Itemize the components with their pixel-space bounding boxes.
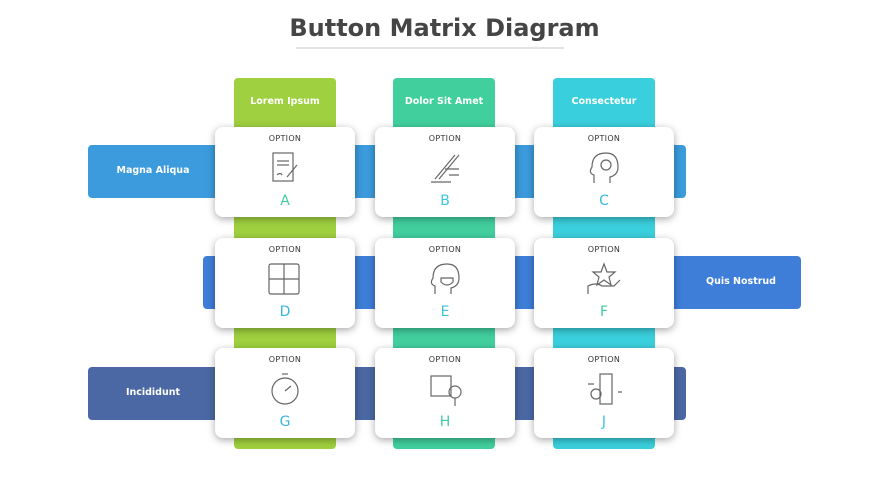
option-card-a[interactable]: OPTION A	[215, 127, 355, 217]
row-label: Quis Nostrud	[706, 276, 776, 287]
option-card-e[interactable]: OPTION E	[375, 238, 515, 328]
option-label: OPTION	[268, 245, 302, 254]
contract-sign-icon	[272, 152, 298, 182]
option-card-b[interactable]: OPTION B	[375, 127, 515, 217]
option-card-d[interactable]: OPTION D	[215, 238, 355, 328]
row-label: Magna Aliqua	[116, 165, 190, 176]
option-card-h[interactable]: OPTION H	[375, 348, 515, 438]
option-label: OPTION	[587, 134, 621, 143]
option-letter: A	[280, 193, 290, 209]
option-card-j[interactable]: OPTION J	[534, 348, 674, 438]
vector-search-icon	[430, 375, 462, 406]
option-label: OPTION	[268, 134, 302, 143]
option-letter: B	[440, 193, 450, 209]
head-gear-icon	[589, 152, 619, 183]
option-label: OPTION	[587, 355, 621, 364]
title-underline	[296, 47, 564, 49]
stopwatch-icon	[271, 373, 299, 405]
option-letter: C	[599, 193, 609, 209]
option-card-f[interactable]: OPTION F	[534, 238, 674, 328]
column-label: Lorem Ipsum	[250, 96, 320, 107]
puzzle-icon	[268, 263, 300, 295]
city-location-icon	[588, 373, 622, 405]
option-letter: J	[601, 414, 607, 430]
option-label: OPTION	[428, 245, 462, 254]
row-label: Incididunt	[125, 387, 181, 398]
option-letter: G	[279, 414, 291, 430]
option-label: OPTION	[268, 355, 302, 364]
option-label: OPTION	[428, 134, 462, 143]
hand-writing-icon	[431, 154, 460, 183]
head-trophy-icon	[430, 263, 460, 294]
option-card-c[interactable]: OPTION C	[534, 127, 674, 217]
page-title: Button Matrix Diagram	[289, 14, 600, 42]
hand-star-icon	[587, 262, 621, 294]
column-label: Consectetur	[571, 96, 637, 107]
option-label: OPTION	[428, 355, 462, 364]
option-letter: H	[439, 414, 451, 430]
option-letter: F	[599, 304, 609, 320]
option-card-g[interactable]: OPTION G	[215, 348, 355, 438]
option-letter: E	[440, 304, 450, 320]
option-letter: D	[279, 304, 291, 320]
option-label: OPTION	[587, 245, 621, 254]
column-label: Dolor Sit Amet	[404, 96, 484, 107]
